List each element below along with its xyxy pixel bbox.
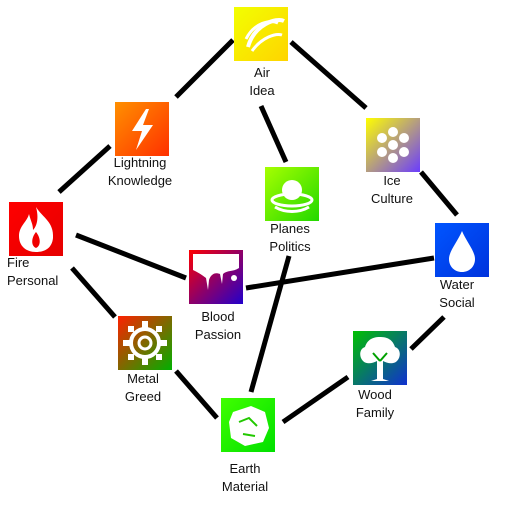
link-air-planes <box>258 104 289 164</box>
link-lightning-fire <box>57 144 112 194</box>
lightning-name: Lightning <box>113 155 167 170</box>
blood-tile <box>189 250 243 304</box>
fire-trait: Personal <box>7 273 59 288</box>
link-blood-water <box>245 255 435 291</box>
gear-icon <box>118 316 172 370</box>
water-drop-icon <box>435 223 489 277</box>
link-planes-earth <box>248 255 292 393</box>
planes-name: Planes <box>270 221 310 236</box>
wood-tile <box>353 331 407 385</box>
blood-name: Blood <box>201 309 235 324</box>
earth-trait: Material <box>221 479 269 494</box>
link-metal-earth <box>174 369 219 420</box>
link-fire-metal <box>70 266 117 319</box>
lightning-bolt-icon <box>115 102 169 156</box>
blood-trait: Passion <box>194 327 242 342</box>
link-air-ice <box>289 40 368 110</box>
air-swirl-icon <box>234 7 288 61</box>
rock-icon <box>221 398 275 452</box>
ice-tile <box>366 118 420 172</box>
ice-trait: Culture <box>371 191 413 206</box>
lightning-trait: Knowledge <box>107 173 173 188</box>
planes-trait: Politics <box>269 239 311 254</box>
earth-tile <box>221 398 275 452</box>
fire-tile <box>9 202 63 256</box>
planes-orb-icon <box>265 167 319 221</box>
wood-name: Wood <box>358 387 392 402</box>
blood-drip-icon <box>189 250 243 304</box>
metal-trait: Greed <box>124 389 162 404</box>
metal-name: Metal <box>127 371 159 386</box>
earth-name: Earth <box>229 461 261 476</box>
link-air-lightning <box>174 38 235 99</box>
water-tile <box>435 223 489 277</box>
air-tile <box>234 7 288 61</box>
lightning-tile <box>115 102 169 156</box>
link-ice-water <box>419 170 459 217</box>
ice-name: Ice <box>383 173 401 188</box>
air-name: Air <box>254 65 270 80</box>
snowflake-icon <box>366 118 420 172</box>
wood-trait: Family <box>355 405 395 420</box>
water-name: Water <box>439 277 475 292</box>
fire-name: Fire <box>7 255 30 270</box>
tree-icon <box>353 331 407 385</box>
water-trait: Social <box>439 295 475 310</box>
planes-tile <box>265 167 319 221</box>
flame-icon <box>9 202 63 256</box>
metal-tile <box>118 316 172 370</box>
air-trait: Idea <box>249 83 275 98</box>
link-earth-wood <box>281 374 350 425</box>
link-wood-water <box>409 315 446 351</box>
link-fire-blood <box>75 232 187 281</box>
